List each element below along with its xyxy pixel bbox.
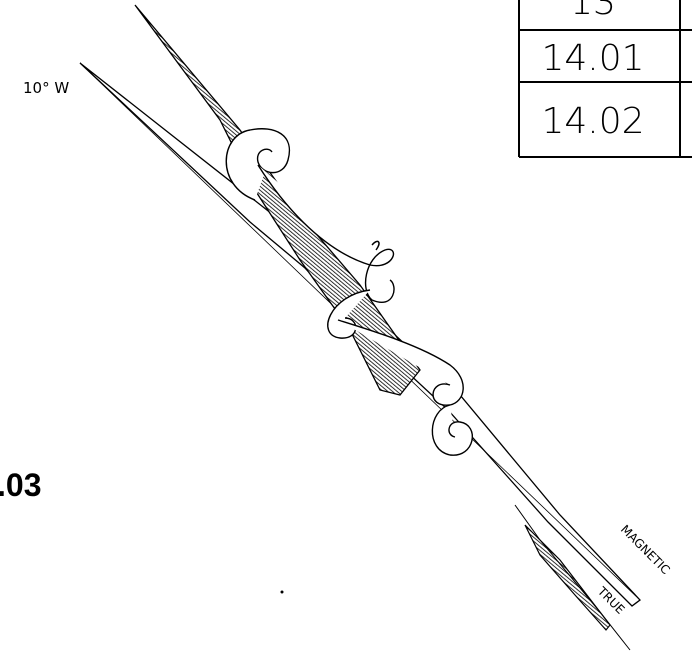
stray-dot [280,590,284,594]
table-row-2: 14.01 [541,38,644,79]
declination-label: 10° W [23,79,69,97]
decorative-scroll [225,128,473,456]
table-row-1: 13 [570,0,616,23]
table-row-3: 14.02 [541,101,644,142]
revision-table: 13 14.01 14.02 [518,0,692,158]
section-number-label: .03 [0,467,41,503]
magnetic-label: MAGNETIC [618,522,673,577]
